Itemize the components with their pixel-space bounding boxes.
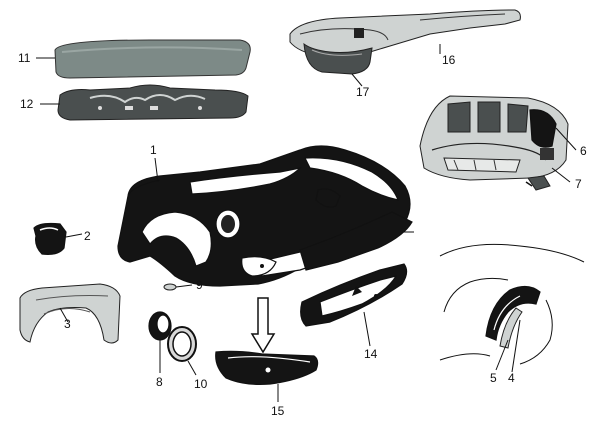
callout-3: 3 [64,317,71,331]
part-14-valance [300,263,408,327]
callout-6: 6 [580,144,587,158]
part-2-repair-patch [33,222,67,255]
leader-lines [36,44,577,402]
callout-12: 12 [20,97,34,111]
part-6-7-trunk-interior [419,95,569,191]
part-10-filler-seal [167,326,197,362]
callout-10: 10 [194,377,208,391]
part-16-17-rear-deck [289,9,521,75]
part-12-lid-inner-frame [57,84,249,121]
part-4-5-inner-arch [439,243,585,365]
callout-8: 8 [156,375,163,389]
part-1-rear-body-shell [117,145,413,287]
callout-9: 9 [196,278,203,292]
callout-17: 17 [356,85,370,99]
callout-2: 2 [84,229,91,243]
part-3-wheel-arch-outer [19,283,121,344]
callout-5: 5 [490,371,497,385]
callout-11: 11 [18,51,31,65]
down-arrow-indicator [250,297,276,354]
callout-1: 1 [150,143,157,157]
callout-14: 14 [364,347,378,361]
callout-7: 7 [575,177,582,191]
callout-labels: 11 12 16 17 1 2 3 9 8 10 15 14 6 7 5 4 [18,51,587,418]
callout-4: 4 [508,371,515,385]
part-11-trunk-lid [54,39,251,79]
callout-16: 16 [442,53,456,67]
part-9-small-clip [163,283,177,291]
part-15-lower-rear-panel [215,350,319,385]
callout-15: 15 [271,404,285,418]
part-8-filler-flap [148,311,172,341]
